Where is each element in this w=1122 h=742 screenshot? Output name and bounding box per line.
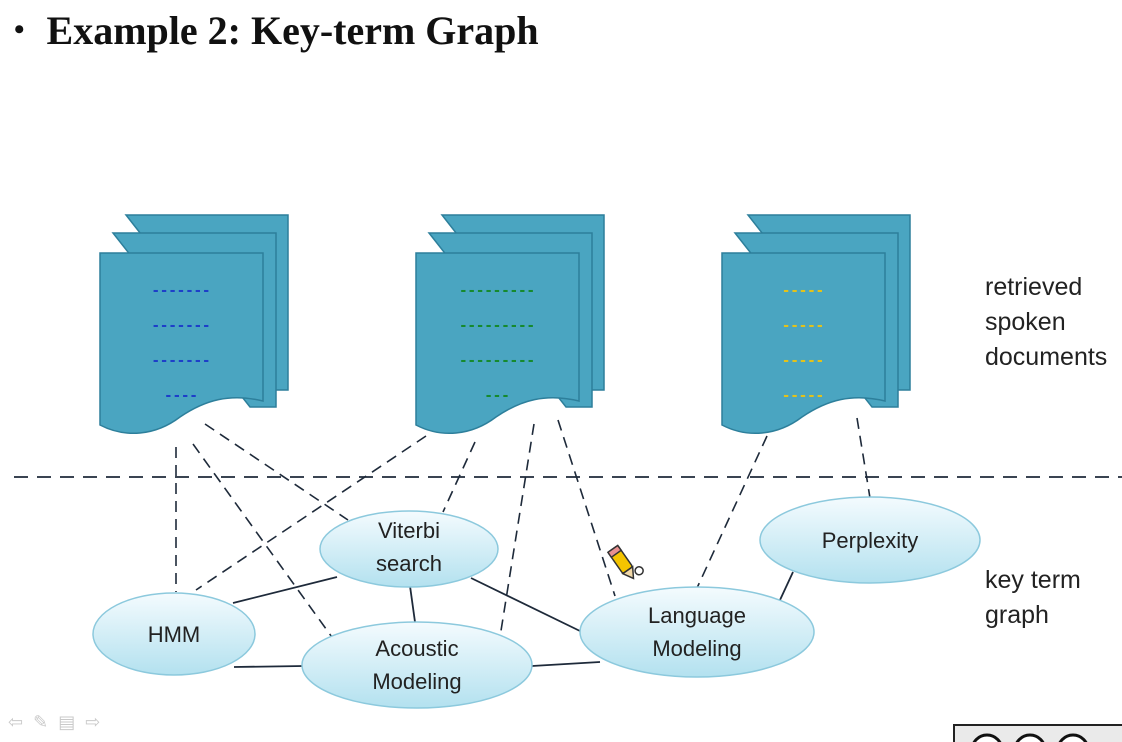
document-page-2 <box>415 252 580 435</box>
document-text-line: ----- <box>782 318 824 334</box>
pen-tool-icon[interactable]: ✎ <box>33 712 49 732</box>
label-key-term-graph: key term graph <box>985 566 1081 629</box>
edge-acoustic-language <box>531 661 601 667</box>
document-text-line: ------- <box>151 353 210 369</box>
node-label-line: search <box>376 551 442 576</box>
nav-back-icon[interactable]: ⇦ <box>8 712 24 732</box>
node-label-line: Viterbi <box>378 518 440 543</box>
nav-forward-icon[interactable]: ⇨ <box>85 712 101 732</box>
document-text-line: --------- <box>459 353 535 369</box>
link-doc2-acoustic <box>499 423 535 638</box>
document-stack-1: ------------------------- <box>99 214 289 435</box>
document-stack-2: ------------------------------ <box>415 214 605 435</box>
node-label-line: Acoustic <box>375 636 458 661</box>
edge-viterbi-acoustic <box>409 585 416 623</box>
link-doc1-viterbi <box>204 423 349 521</box>
document-text-line: --------- <box>459 318 535 334</box>
document-text-line: --------- <box>459 283 535 299</box>
node-perplexity: Perplexity <box>759 496 981 584</box>
link-doc2-hmm <box>195 435 427 591</box>
document-page-1 <box>99 252 264 435</box>
menu-icon[interactable]: ▤ <box>58 712 76 732</box>
link-doc3-perplexity <box>856 417 871 499</box>
document-text-line: ----- <box>782 353 824 369</box>
slide-title: • Example 2: Key-term Graph <box>14 2 539 58</box>
document-stack-3: ----- ----- ----- ----- <box>721 214 911 435</box>
node-label-line: HMM <box>148 622 201 647</box>
document-text-line: --- <box>484 388 509 404</box>
label-retrieved-spoken-documents: retrieved spoken documents <box>985 273 1108 371</box>
node-label-line: Modeling <box>372 669 461 694</box>
document-text-line: ----- <box>782 283 824 299</box>
node-viterbi-search: Viterbi search <box>319 510 499 588</box>
node-label: HMM <box>148 622 201 647</box>
term-edges <box>232 571 794 668</box>
document-text-line: ----- <box>782 388 824 404</box>
link-doc1-acoustic <box>192 443 335 641</box>
document-page-3 <box>721 252 886 435</box>
node-label-line: Perplexity <box>822 528 919 553</box>
slideshow-toolbar[interactable]: ⇦ ✎ ▤ ⇨ <box>8 712 100 733</box>
document-text-line: ------- <box>151 318 210 334</box>
document-text-line: ---- <box>164 388 198 404</box>
document-text-line: ------- <box>151 283 210 299</box>
title-text: Example 2: Key-term Graph <box>46 7 539 53</box>
link-doc2-language <box>557 419 616 597</box>
node-label-line: Modeling <box>652 636 741 661</box>
edge-viterbi-language <box>470 577 581 632</box>
node-label: Perplexity <box>822 528 919 553</box>
title-bullet: • <box>14 13 25 46</box>
creative-commons-icon <box>953 724 1122 742</box>
link-doc3-language <box>696 435 768 589</box>
edge-hmm-viterbi <box>232 576 338 604</box>
node-label-line: Language <box>648 603 746 628</box>
node-hmm: HMM <box>92 592 256 676</box>
node-label: Viterbi search <box>376 518 442 576</box>
pencil-icon <box>606 544 644 580</box>
edge-hmm-acoustic <box>233 665 305 668</box>
edge-language-perplexity <box>779 571 794 601</box>
